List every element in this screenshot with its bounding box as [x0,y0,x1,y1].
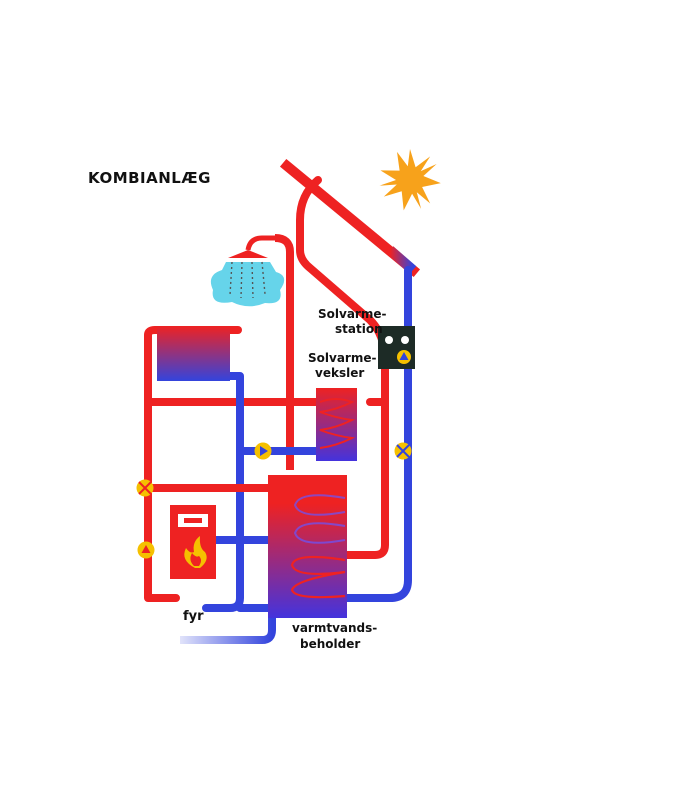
radiator-icon [157,326,230,381]
pump-icon [394,442,412,460]
label-solar-station-line2: station [335,322,383,336]
solar-station [378,326,415,369]
heating-circuit-pipes [144,326,412,612]
boiler [170,505,216,579]
label-solar-station-line1: Solvarme- [318,307,386,321]
solar-circuit-pipes [296,176,412,602]
label-boiler: fyr [183,609,204,624]
solar-exchanger [316,388,357,461]
label-solar-exchanger: Solvarme- veksler [308,351,381,380]
pump-icon [136,479,154,497]
pump-icon [254,442,272,460]
label-hot-water-tank: varmtvands- beholder [292,621,381,651]
label-tank-line2: beholder [300,637,360,651]
hot-water-pipe [274,234,294,470]
sun-icon [379,149,441,211]
hot-water-tank [268,475,347,618]
cold-water-inlet [180,615,276,644]
pump-icon [137,541,155,559]
label-solar-exchanger-line2: veksler [315,366,364,380]
label-solar-exchanger-line1: Solvarme- [308,351,376,365]
label-tank-line1: varmtvands- [292,621,377,635]
label-solar-station: Solvarme- station [318,307,391,336]
shower-icon [210,235,285,307]
flame-icon [184,536,207,568]
diagram-title: KOMBIANLÆG [88,169,211,187]
